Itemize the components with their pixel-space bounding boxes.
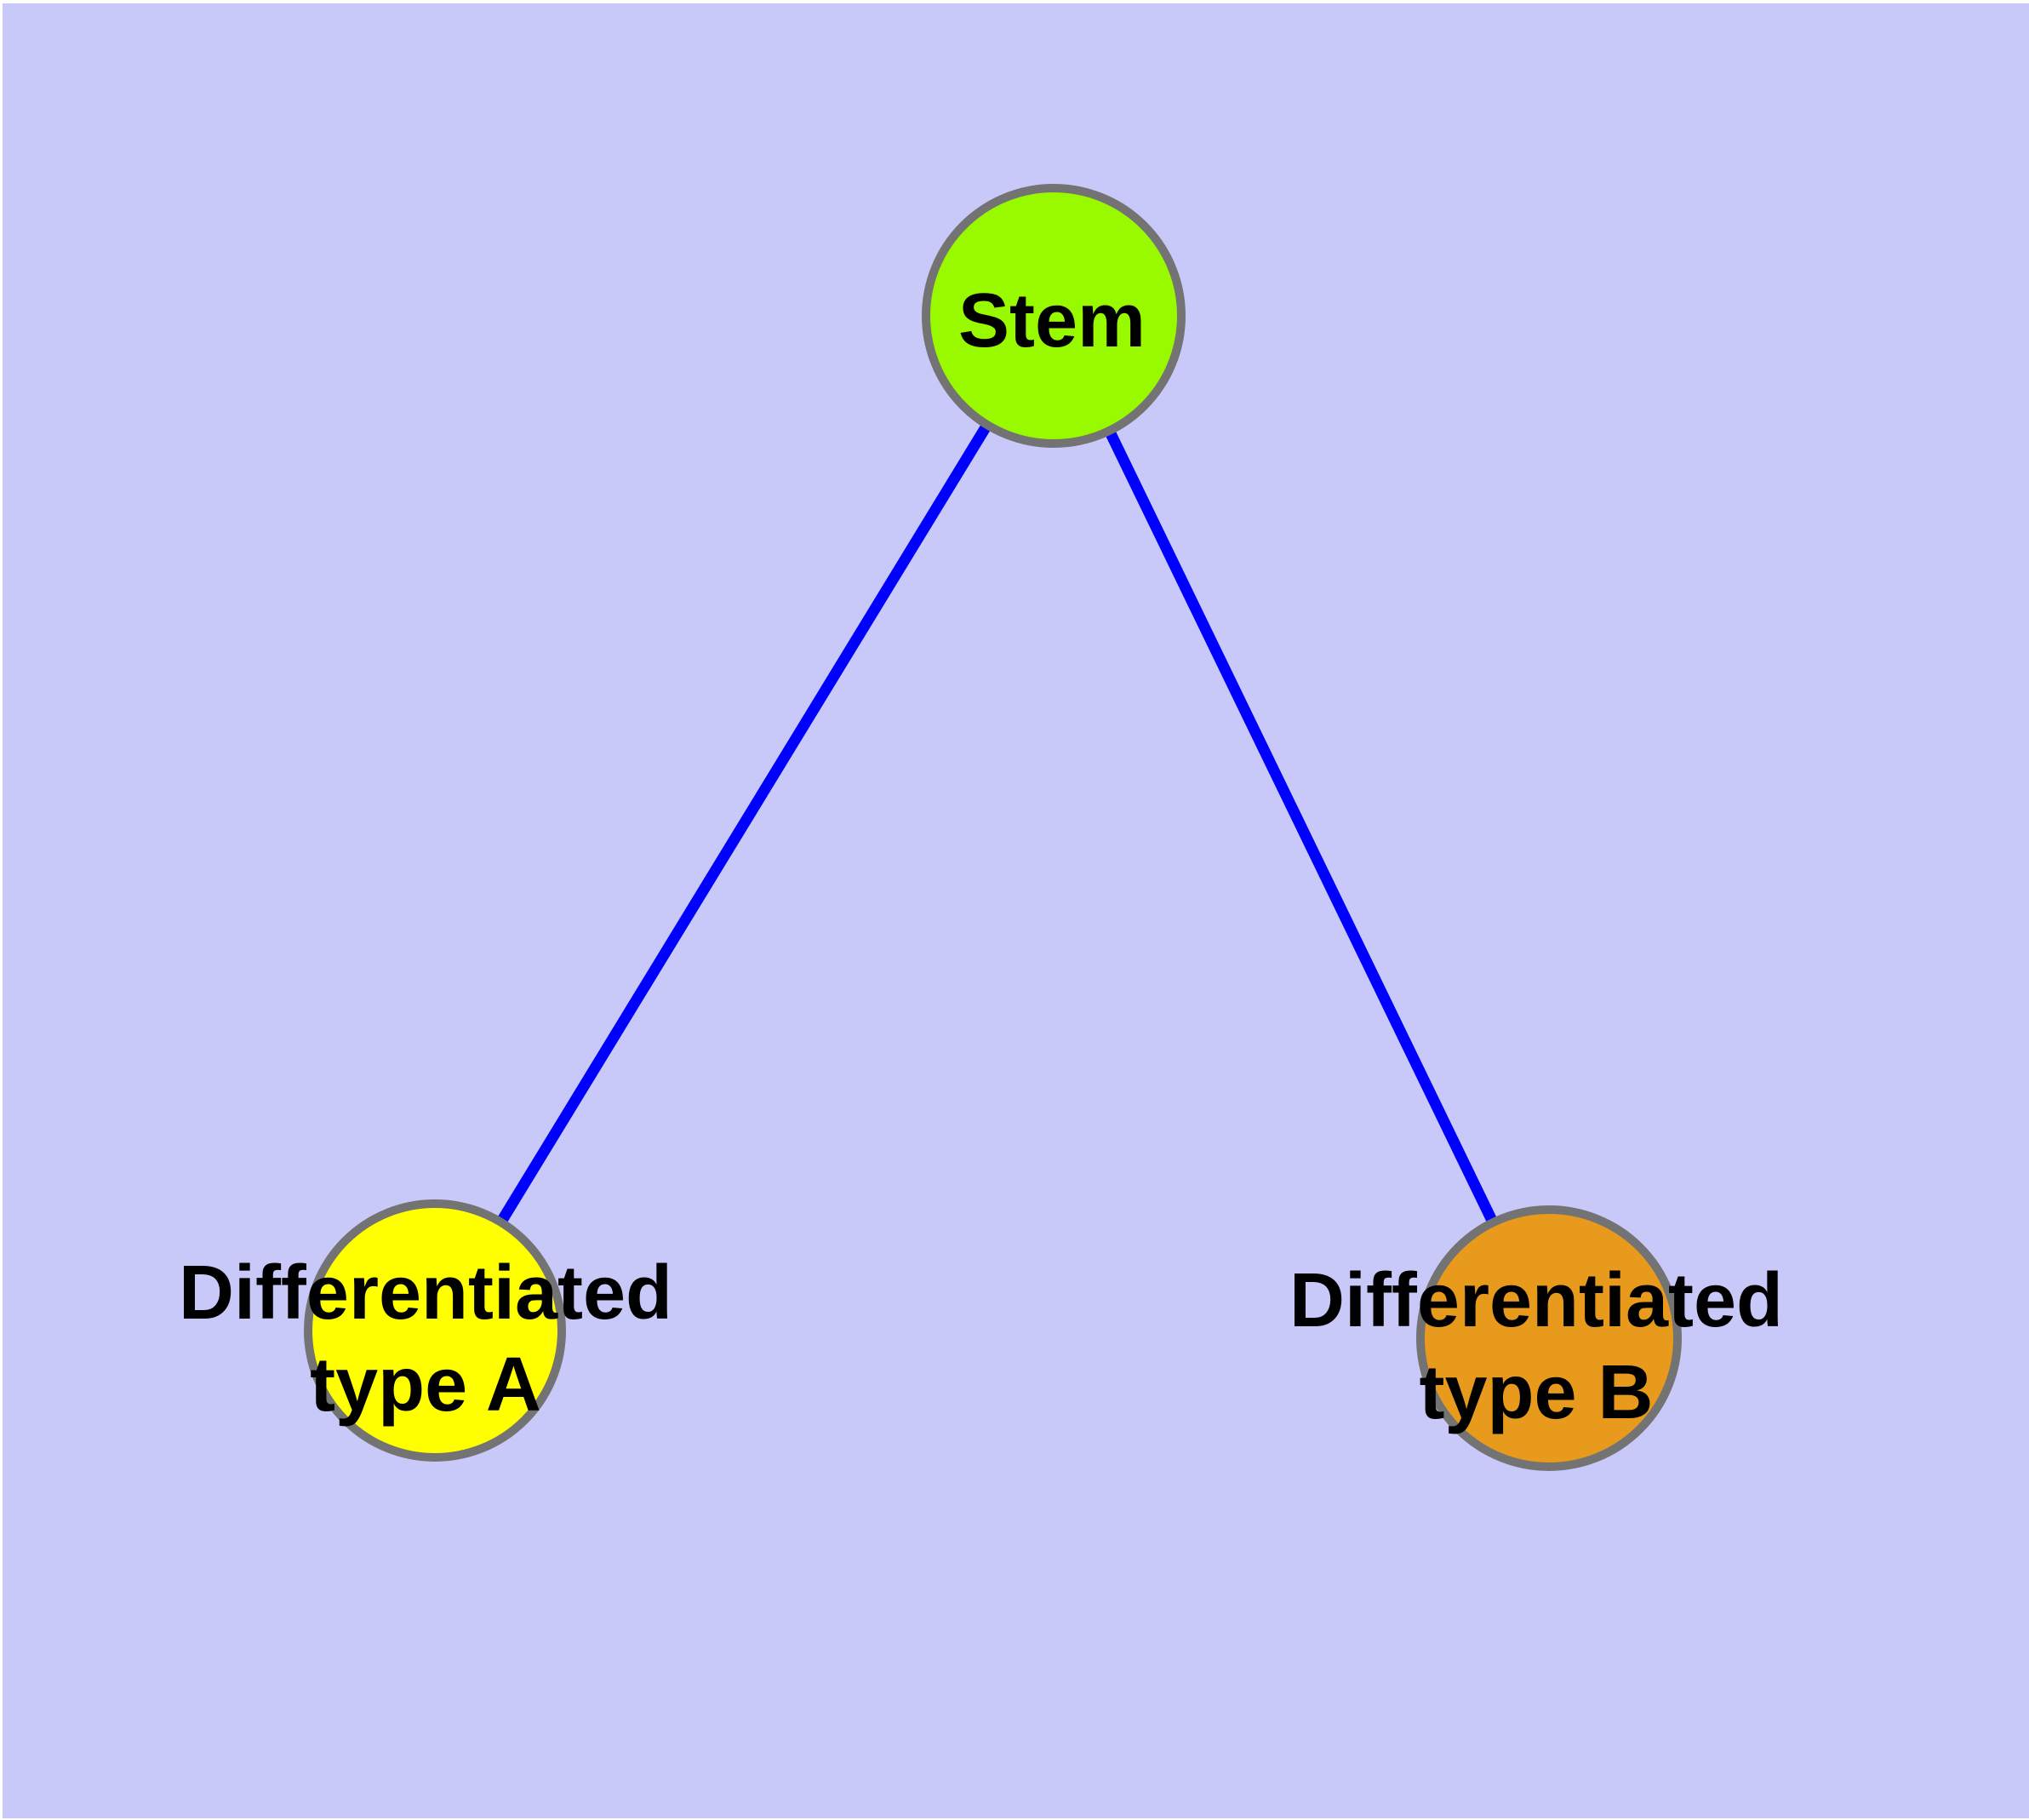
node-stem-circle [922, 184, 1186, 448]
node-type-a-label-line2: type A [310, 1342, 541, 1428]
edge-stem-to-type-a [430, 312, 1059, 1334]
node-stem-label: Stem [958, 278, 1146, 363]
edge-stem-to-type-b [1049, 313, 1554, 1341]
node-type-b-label-line2: type B [1419, 1350, 1653, 1435]
node-type-a-label-line1: Differentiated [179, 1251, 672, 1336]
node-type-a-circle [304, 1199, 566, 1462]
node-type-b-label-line1: Differentiated [1289, 1258, 1783, 1343]
node-type-b-circle [1416, 1205, 1682, 1471]
